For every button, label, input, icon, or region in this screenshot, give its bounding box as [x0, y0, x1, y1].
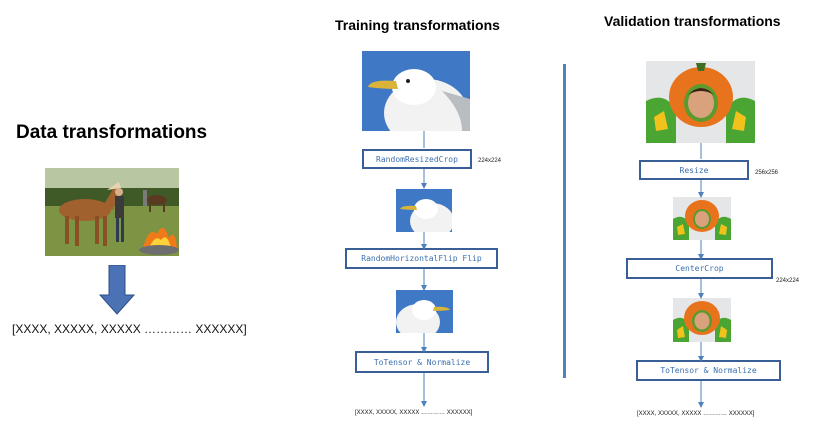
step-resize: Resize [639, 160, 749, 180]
big-down-arrow-icon [99, 265, 135, 315]
step-label: ToTensor & Normalize [373, 357, 471, 367]
pumpkin-photo-resized [673, 197, 731, 240]
training-output-vector: [XXXX, XXXXX, XXXXX ………… XXXXXX] [355, 410, 473, 416]
step-label: RandomHorizontalFlip Flip [361, 254, 482, 263]
step-to-tensor-normalize-validation: ToTensor & Normalize [636, 360, 781, 381]
step-random-resized-crop: RandomResizedCrop [362, 149, 472, 169]
pumpkin-photo-cropped [673, 298, 731, 342]
horses-photo [45, 168, 179, 256]
step-label: CenterCrop [675, 264, 724, 273]
gull-photo-flipped [396, 290, 453, 333]
data-transformations-title: Data transformations [16, 122, 208, 143]
training-title: Training transformations [335, 17, 500, 33]
step-size-label: 224x224 [478, 158, 502, 164]
step-label: RandomResizedCrop [376, 154, 458, 164]
pumpkin-photo-original [646, 61, 755, 143]
step-label: ToTensor & Normalize [660, 366, 757, 375]
column-divider [563, 64, 566, 378]
gull-photo-original [362, 51, 470, 131]
gull-photo-cropped [396, 189, 452, 232]
validation-title: Validation transformations [604, 13, 781, 29]
validation-output-vector: [XXXX, XXXXX, XXXXX ………… XXXXXX] [637, 411, 755, 417]
step-size-label: 224x224 [776, 278, 800, 284]
data-output-vector: [XXXX, XXXXX, XXXXX ………… XXXXXX] [12, 322, 247, 336]
step-label: Resize [679, 165, 709, 175]
step-size-label: 256x256 [755, 170, 779, 176]
